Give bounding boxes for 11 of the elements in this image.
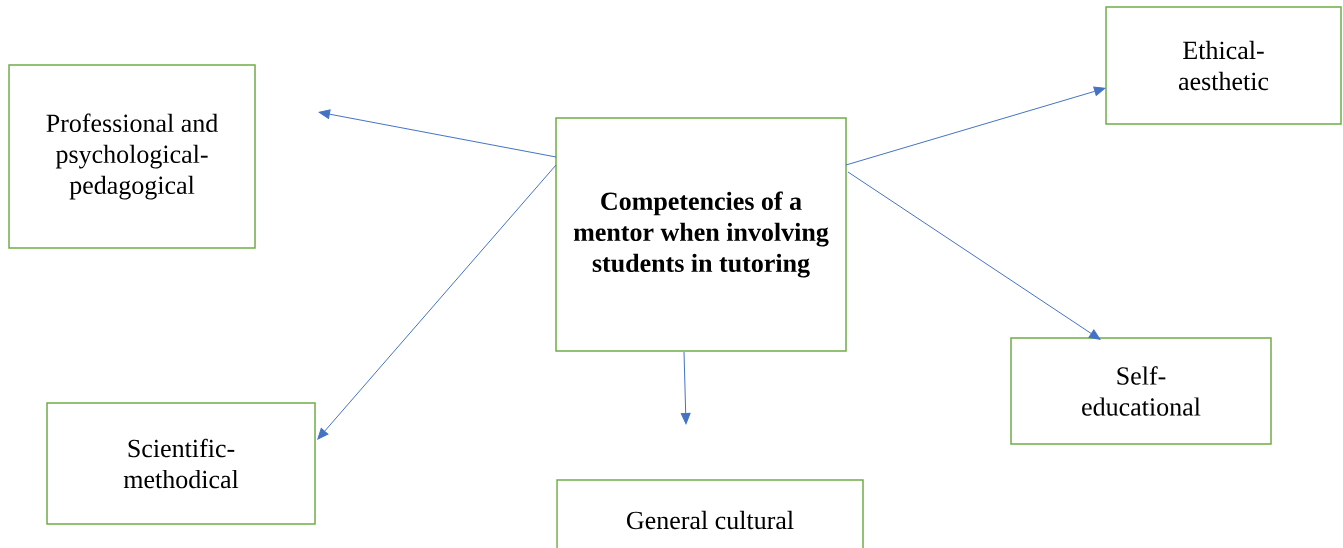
arrow <box>680 351 691 425</box>
competency-box: Scientific-methodical <box>46 402 316 525</box>
arrow <box>847 171 1101 340</box>
competency-box: Self-educational <box>1010 337 1272 445</box>
arrow <box>845 86 1106 166</box>
arrow <box>318 109 557 158</box>
arrow <box>317 164 557 440</box>
competency-box: Ethical-aesthetic <box>1105 6 1342 125</box>
competency-box: General cultural <box>556 479 864 548</box>
topic-box: Competencies of a mentor when involving students in tutoring <box>555 117 847 352</box>
competency-box: Professional and psychological-pedagogical <box>8 64 256 249</box>
